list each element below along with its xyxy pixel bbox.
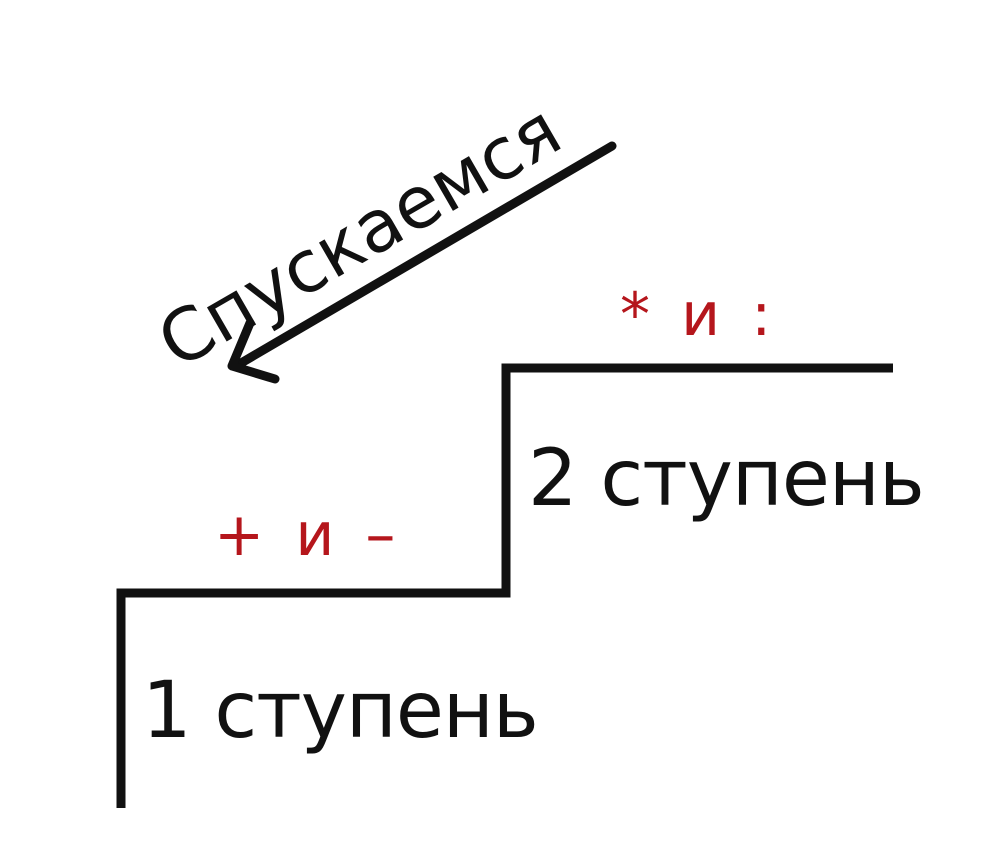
arrow-head [227,318,280,384]
step-2-label: 2 ступень [528,434,925,524]
step-1-operators: + и – [214,500,402,570]
step-2-operators: * и : [620,280,778,350]
step-1-label: 1 ступень [142,666,539,756]
arrow-shaft [231,141,617,371]
staircase-line [116,363,893,808]
arrow-down-left-icon [227,141,617,384]
